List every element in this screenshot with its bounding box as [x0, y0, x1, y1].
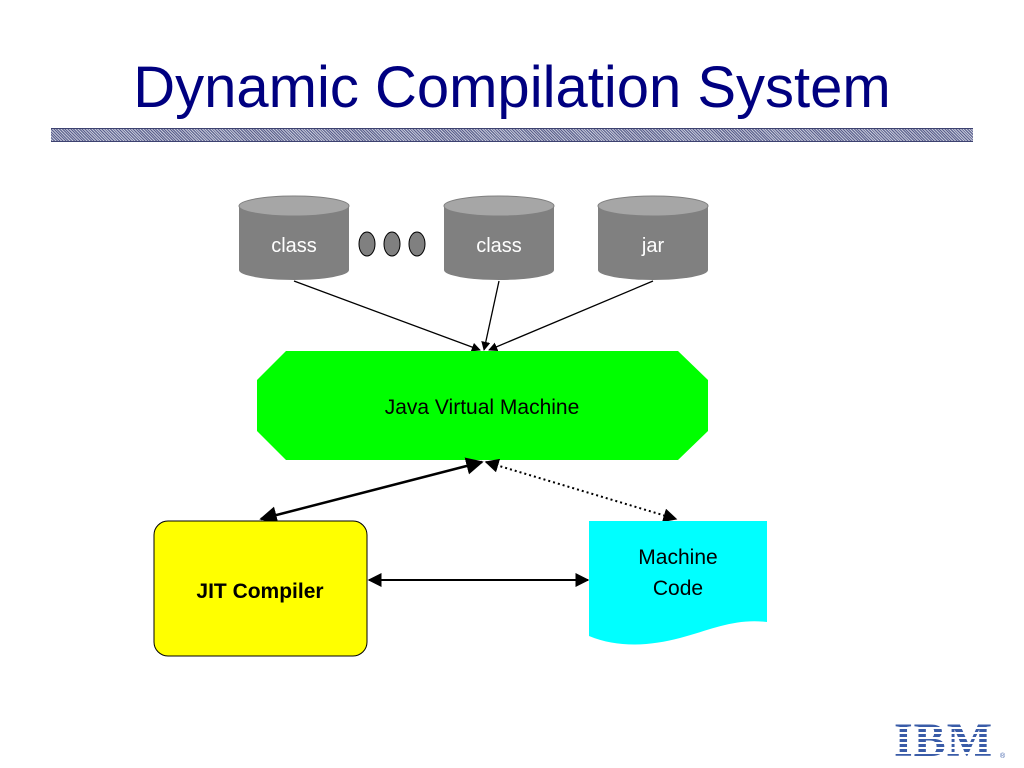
- ellipsis-dots: [358, 231, 426, 257]
- svg-text:IBM: IBM: [894, 714, 993, 762]
- arrow-class2-to-jvm: [481, 280, 500, 351]
- arrow-jvm-machine-code: [484, 458, 678, 523]
- class-label-2: class: [476, 235, 522, 257]
- class-label-1: class: [271, 235, 317, 257]
- ibm-logo: IBM ®: [894, 714, 1006, 762]
- machine-code-label-line2: Code: [653, 577, 703, 600]
- arrow-jvm-jit: [259, 457, 484, 524]
- jit-compiler-box: JIT Compiler: [153, 520, 368, 657]
- machine-code-label-line1: Machine: [638, 546, 717, 569]
- jvm-label: Java Virtual Machine: [385, 396, 580, 419]
- title-rule: [51, 128, 973, 142]
- class-file-cylinder-1: class: [238, 195, 350, 280]
- jar-label: jar: [641, 235, 665, 257]
- slide-title: Dynamic Compilation System: [133, 55, 891, 120]
- arrow-class1-to-jvm: [293, 280, 481, 352]
- svg-text:®: ®: [1000, 752, 1006, 760]
- class-file-cylinder-2: class: [443, 195, 555, 280]
- arrow-jar-to-jvm: [488, 280, 654, 352]
- machine-code-document: Machine Code: [589, 521, 767, 645]
- jvm-box: Java Virtual Machine: [257, 351, 708, 460]
- jit-compiler-label: JIT Compiler: [196, 580, 323, 603]
- jar-file-cylinder: jar: [597, 195, 709, 280]
